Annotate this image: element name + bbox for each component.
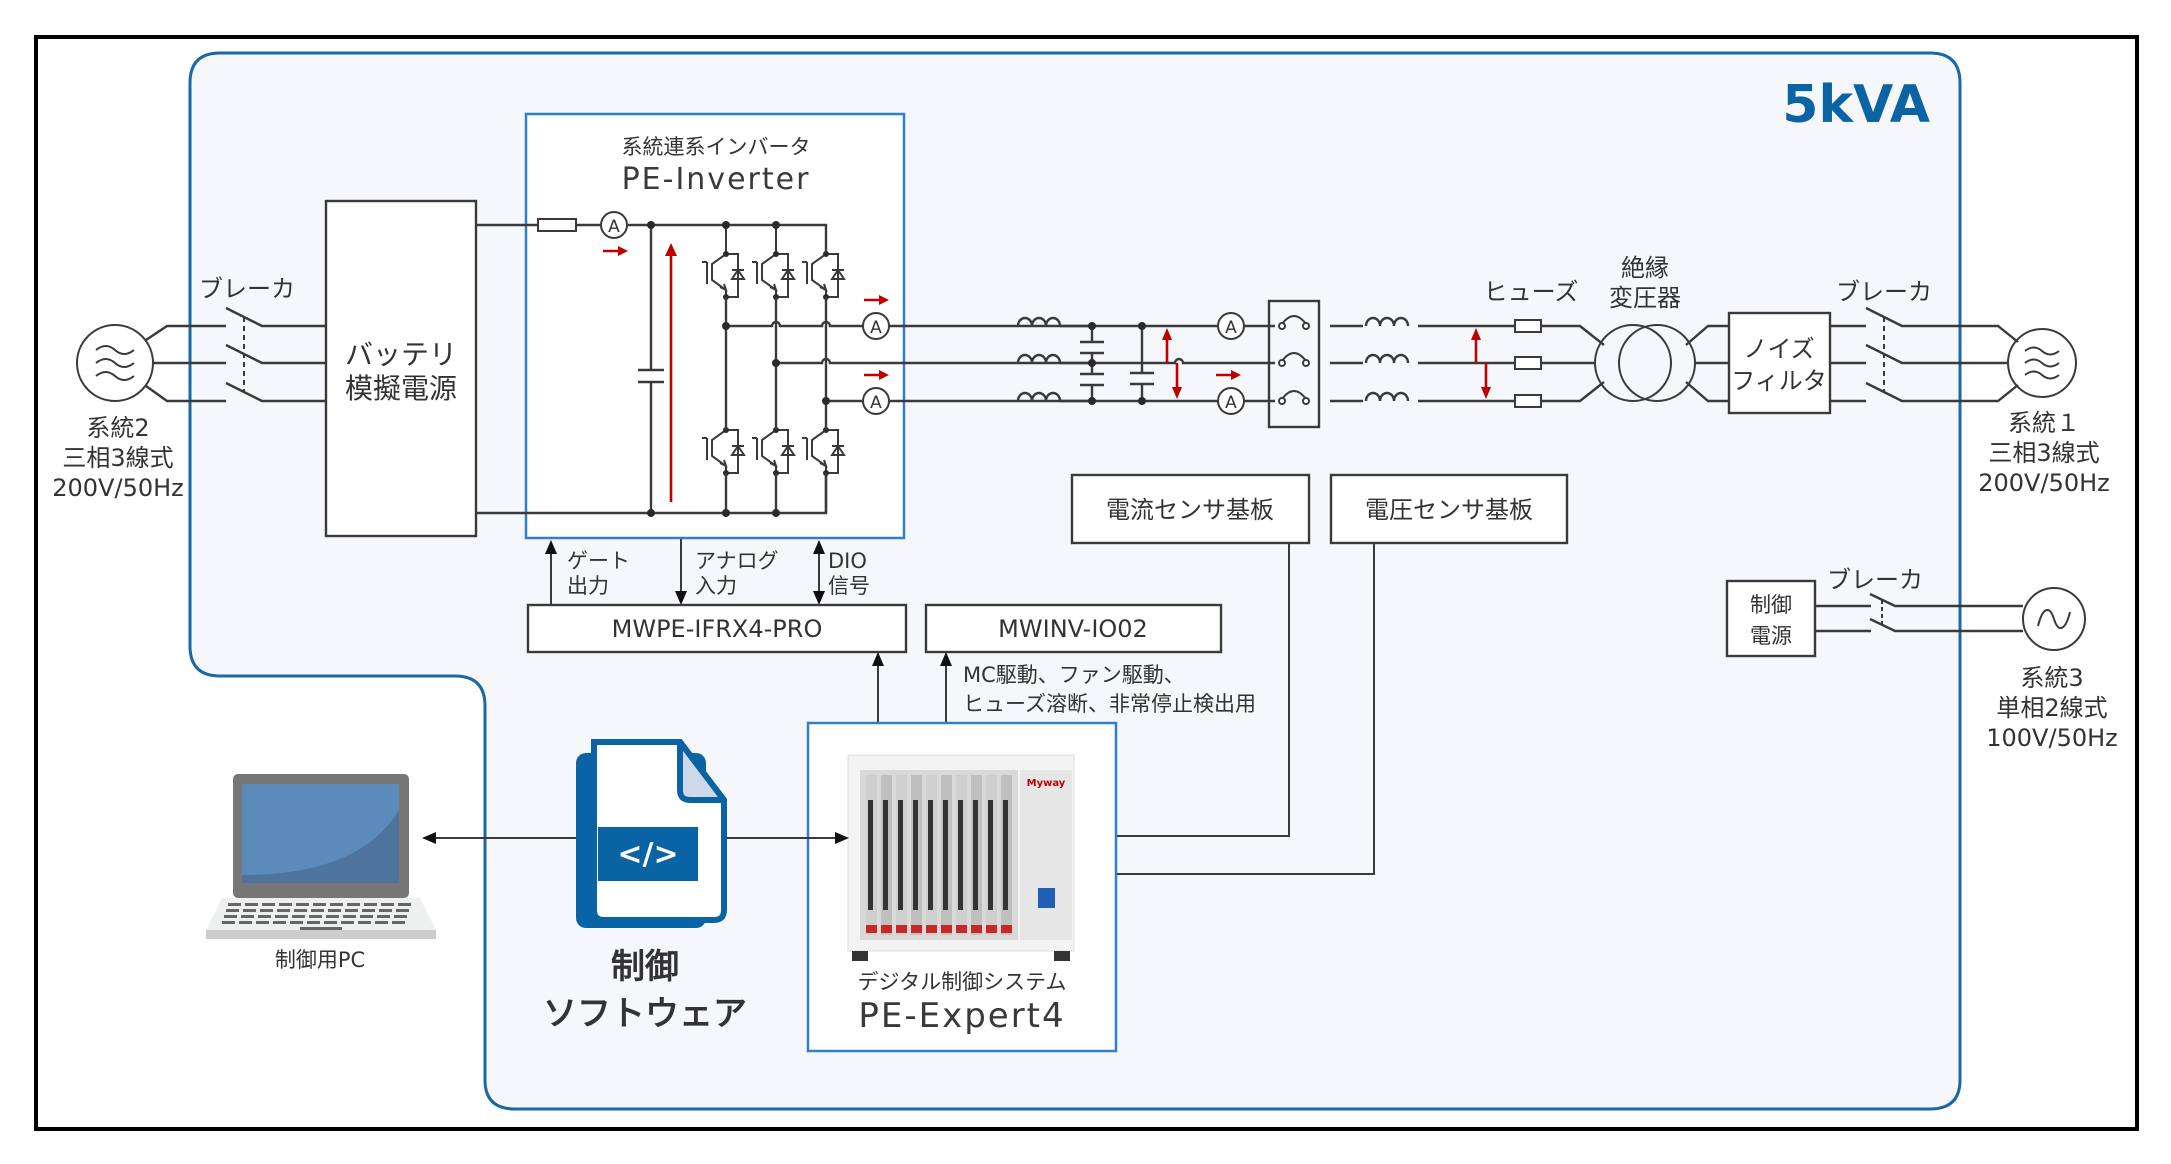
pc-label: 制御用PC	[275, 948, 365, 972]
dc-fuse-icon	[537, 218, 577, 232]
fuse-icon	[1514, 356, 1542, 370]
three-phase-source-icon	[95, 345, 135, 381]
inverter-subtitle: 系統連系インバータ	[622, 135, 811, 159]
dc-capacitor-icon	[638, 225, 664, 513]
svg-text:A: A	[1225, 318, 1237, 338]
control-power-box[interactable]	[1725, 579, 1817, 658]
noise-filter-line2: フィルタ	[1731, 367, 1827, 395]
grid2-name: 系統2	[86, 414, 149, 442]
voltage-sensor-board[interactable]	[1329, 473, 1569, 545]
fuse-icon	[1514, 394, 1542, 408]
battery-sim-line2: 模擬電源	[345, 372, 457, 405]
filter-capacitor-icon	[1130, 326, 1154, 401]
svg-text:A: A	[608, 217, 620, 237]
controller-rack-icon	[847, 754, 1075, 961]
grid2-rating: 200V/50Hz	[52, 474, 184, 502]
battery-sim-line1: バッテリ	[345, 338, 457, 371]
voltage-sensor-label: 電圧センサ基板	[1365, 496, 1533, 524]
pe-expert4-title: PE-Expert4	[858, 996, 1065, 1036]
contact-icon	[1281, 352, 1307, 362]
laptop-icon[interactable]	[206, 774, 436, 939]
gate-output-line1: ゲート	[567, 549, 630, 573]
code-file-icon: </>	[576, 739, 727, 928]
transformer-line2: 変圧器	[1609, 284, 1681, 312]
svg-text:A: A	[870, 393, 882, 413]
io02-board[interactable]	[924, 603, 1223, 654]
inductor-coil	[1016, 316, 1062, 327]
breaker-control[interactable]	[1815, 592, 2023, 633]
inverter-bridge	[702, 221, 846, 517]
battery-simulator-box[interactable]	[324, 199, 478, 538]
dio-signal-line2: 信号	[828, 574, 870, 598]
io-note-line2: ヒューズ溶断、非常停止検出用	[963, 692, 1256, 716]
current-sensor-board[interactable]	[1070, 473, 1311, 545]
analog-input-line2: 入力	[695, 574, 737, 598]
inductor-coil	[1364, 353, 1410, 364]
breaker-left-label: ブレーカ	[199, 275, 295, 303]
grid2-type: 三相3線式	[62, 444, 173, 472]
inductor-coil	[1364, 316, 1410, 327]
igbt-icon	[752, 225, 796, 300]
inductor-coil	[1016, 353, 1062, 364]
current-sensor-label: 電流センサ基板	[1106, 496, 1274, 524]
svg-text:A: A	[870, 318, 882, 338]
ammeter-grid-u: A	[1217, 312, 1245, 340]
inductor-coil	[1016, 391, 1062, 402]
contact-icon	[1281, 390, 1307, 400]
grid3-name: 系統3	[2020, 664, 2083, 692]
breaker-right[interactable]	[1865, 306, 1947, 403]
breaker-left[interactable]	[225, 306, 326, 403]
inverter-title: PE-Inverter	[622, 162, 811, 197]
igbt-icon	[802, 225, 846, 300]
ac-source-icon	[2037, 609, 2071, 629]
grid1-name: 系統１	[2008, 409, 2080, 437]
software-line2: ソフトウェア	[543, 994, 747, 1034]
igbt-icon	[702, 225, 746, 300]
ammeter-w: A	[862, 387, 890, 415]
grid1-source	[2007, 328, 2077, 398]
noise-filter-box[interactable]	[1727, 311, 1832, 415]
control-power-line1: 制御	[1750, 593, 1792, 617]
ammeter-dc: A	[600, 211, 628, 239]
contact-icon	[1281, 315, 1307, 325]
grid1-type: 三相3線式	[1988, 439, 2099, 467]
control-power-line2: 電源	[1750, 624, 1792, 648]
ifrx4-label: MWPE-IFRX4-PRO	[612, 615, 823, 643]
three-phase-source-icon	[2024, 346, 2060, 380]
pe-expert4-subtitle: デジタル制御システム	[858, 970, 1067, 994]
capacity-label: 5kVA	[1782, 75, 1930, 135]
fuse-label: ヒューズ	[1484, 278, 1579, 306]
transformer-line1: 絶縁	[1621, 254, 1669, 282]
grid3-type: 単相2線式	[1996, 694, 2107, 722]
fuse-icon	[1514, 319, 1542, 333]
breaker-right-label: ブレーカ	[1836, 278, 1932, 306]
ifrx4-board[interactable]	[526, 603, 908, 654]
noise-filter-line1: ノイズ	[1743, 335, 1814, 363]
breaker-control-label: ブレーカ	[1827, 566, 1923, 594]
gate-output-line2: 出力	[567, 574, 609, 598]
grid3-source	[2022, 587, 2086, 651]
dio-signal-line1: DIO	[828, 549, 867, 573]
ammeter-u: A	[862, 312, 890, 340]
grid3-rating: 100V/50Hz	[1986, 724, 2118, 752]
myway-brand: Myway	[1027, 778, 1066, 789]
inductor-coil	[1364, 391, 1410, 402]
code-glyph: </>	[617, 837, 678, 872]
grid1-rating: 200V/50Hz	[1978, 469, 2110, 497]
svg-text:A: A	[1225, 393, 1237, 413]
software-line1: 制御	[611, 947, 679, 987]
io-note-line1: MC駆動、ファン駆動、	[963, 663, 1185, 687]
io02-label: MWINV-IO02	[998, 615, 1148, 643]
ammeter-grid-w: A	[1217, 387, 1245, 415]
inverter-box[interactable]	[524, 112, 906, 540]
contactor-box[interactable]	[1267, 299, 1321, 429]
analog-input-line1: アナログ	[695, 549, 779, 573]
